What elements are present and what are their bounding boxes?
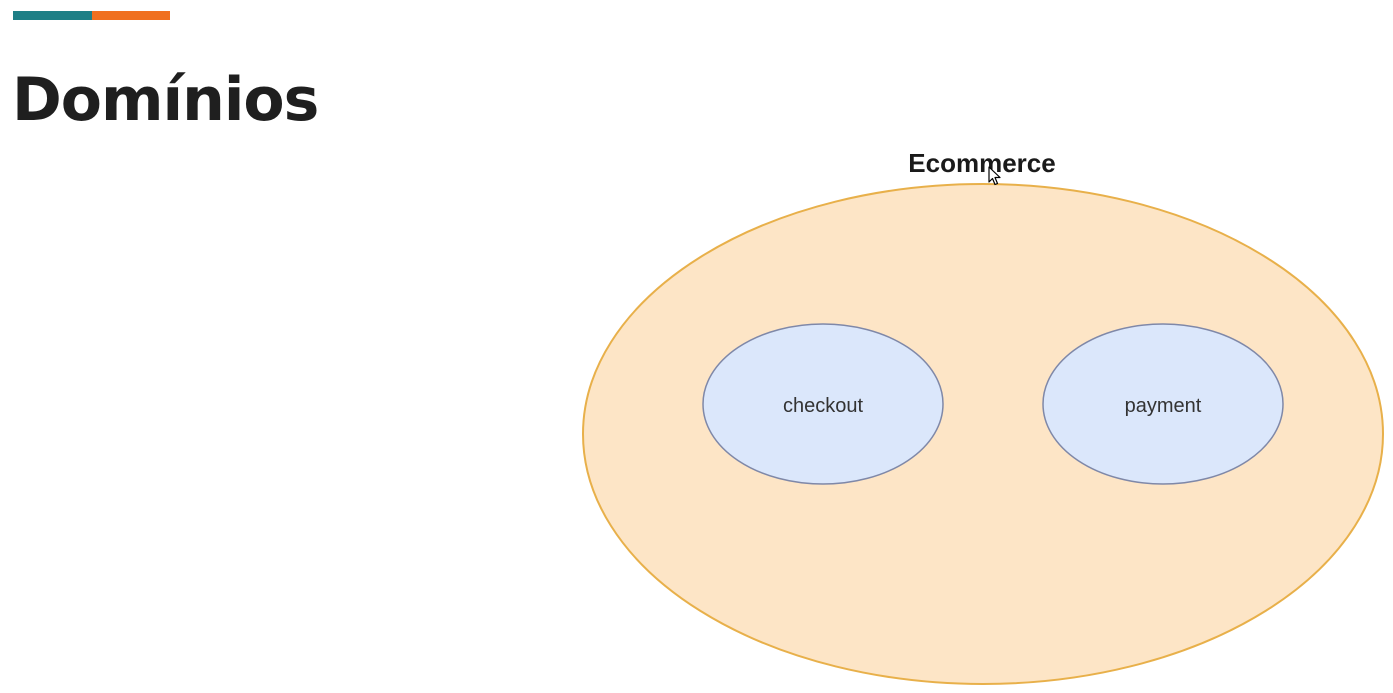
checkout-subdomain-label: checkout [783,395,863,417]
payment-subdomain-label: payment [1125,395,1202,417]
payment-subdomain-ellipse[interactable] [1042,323,1284,485]
ecommerce-domain-ellipse[interactable] [582,183,1384,685]
accent-bar-teal [13,11,92,20]
mouse-pointer-icon [988,166,1001,186]
checkout-subdomain-ellipse[interactable] [702,323,944,485]
ecommerce-domain-label: Ecommerce [908,148,1055,178]
accent-bar-orange [92,11,170,20]
slide-title: Domínios [12,65,319,135]
accent-bar [13,11,170,20]
